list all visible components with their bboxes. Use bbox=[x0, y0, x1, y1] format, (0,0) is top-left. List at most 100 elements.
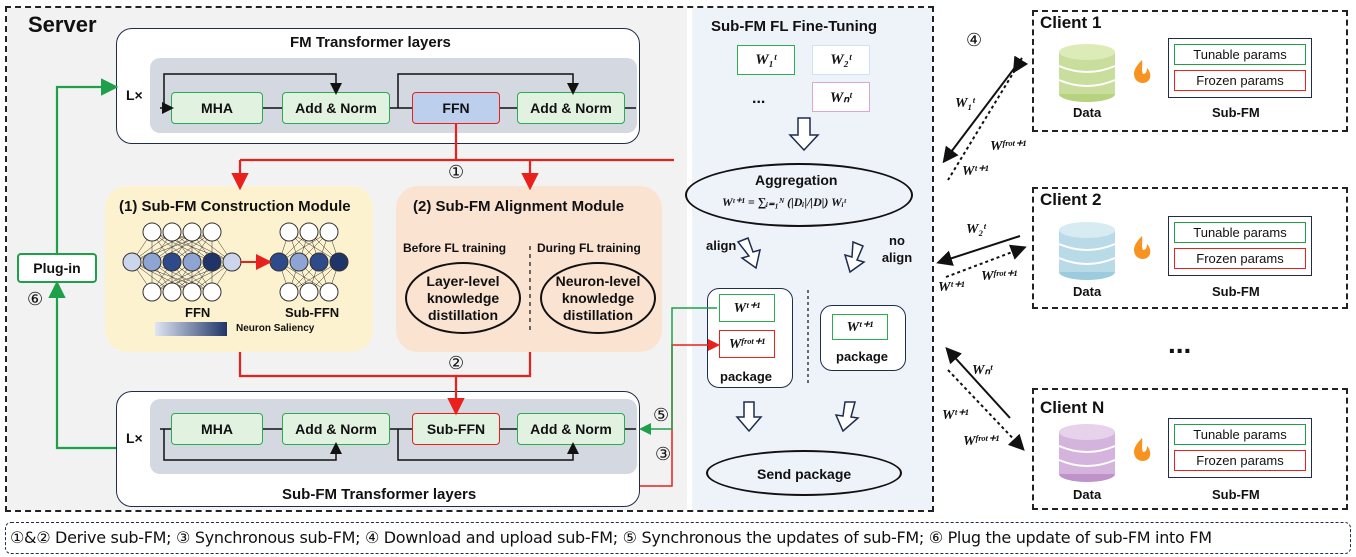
nn-neuron bbox=[269, 252, 289, 272]
aggregation-formula: Wᵗ⁺¹ = ∑ᵢ₌₁ᴺ (|Dᵢ|/|D|) Wᵢᵗ bbox=[722, 195, 847, 209]
nn-neuron bbox=[299, 282, 319, 302]
during-fl-label: During FL training bbox=[537, 241, 641, 255]
nn-neuron bbox=[279, 222, 299, 242]
nn-neuron bbox=[122, 252, 142, 272]
server-panel bbox=[5, 6, 934, 512]
nn-neuron bbox=[182, 222, 202, 242]
w-fro-align: Wᶠʳᵒᵗ⁺¹ bbox=[719, 330, 775, 358]
server-title: Server bbox=[28, 12, 97, 37]
client-1-subfm bbox=[1168, 38, 1312, 98]
nn-neuron bbox=[222, 252, 242, 272]
w-next-align: Wᵗ⁺¹ bbox=[719, 294, 775, 322]
client-1-data-label: Data bbox=[1073, 105, 1102, 120]
nn-neuron bbox=[182, 282, 202, 302]
step-6: ⑥ bbox=[27, 289, 44, 310]
client-2-name: Client 2 bbox=[1040, 190, 1102, 209]
construction-title: (1) Sub-FM Construction Module bbox=[119, 198, 351, 215]
nn-neuron bbox=[279, 282, 299, 302]
layer-level-distillation: Layer-level knowledge distillation bbox=[405, 262, 521, 334]
client-1-frozen: Frozen params bbox=[1174, 70, 1306, 91]
subfm-add-norm-2: Add & Norm bbox=[517, 413, 625, 445]
subfm-layers-title: Sub-FM Transformer layers bbox=[282, 486, 477, 503]
nn-edge bbox=[151, 261, 213, 293]
nn-neuron bbox=[319, 282, 339, 302]
c1-fro-label: Wᶠʳᵒᵗ⁺¹ bbox=[990, 139, 1027, 154]
legend-text: ①&② Derive sub-FM; ③ Synchronous sub-FM;… bbox=[10, 528, 1212, 547]
client-ellipsis: ... bbox=[1168, 328, 1192, 359]
client-n-subfm bbox=[1168, 418, 1312, 478]
w-dots: ... bbox=[752, 90, 766, 107]
wn-box: Wₙᵗ bbox=[812, 82, 870, 112]
subfm-mha: MHA bbox=[171, 413, 263, 445]
ffn-net-label: FFN bbox=[185, 305, 211, 320]
nn-edge bbox=[131, 231, 193, 263]
step-1: ① bbox=[448, 162, 465, 183]
nn-neuron bbox=[202, 252, 222, 272]
send-package-label: Send package bbox=[757, 466, 852, 482]
subfm-sub-ffn: Sub-FFN bbox=[412, 413, 500, 445]
send-package-ellipse bbox=[706, 450, 902, 496]
client-n-panel bbox=[1032, 388, 1348, 510]
nn-neuron bbox=[329, 252, 349, 272]
c1-down-label: Wᵗ⁺¹ bbox=[962, 164, 989, 179]
flame-icon-1 bbox=[1134, 60, 1151, 83]
alignment-title: (2) Sub-FM Alignment Module bbox=[413, 198, 625, 215]
subfm-add-norm-1: Add & Norm bbox=[282, 413, 390, 445]
client-2-subfm bbox=[1168, 216, 1312, 276]
package-noalign-label: package bbox=[836, 349, 889, 364]
step-4: ④ bbox=[966, 30, 983, 51]
nn-neuron bbox=[162, 252, 182, 272]
fm-repeat-label: L× bbox=[126, 87, 143, 103]
client-2-subfm-label: Sub-FM bbox=[1212, 284, 1260, 299]
step-3: ③ bbox=[655, 444, 672, 465]
aggregation-label: Aggregation bbox=[755, 172, 838, 188]
cn-up-label: Wₙᵗ bbox=[972, 363, 993, 378]
aggregation-ellipse bbox=[685, 163, 913, 227]
nn-neuron bbox=[142, 252, 162, 272]
client-1-name: Client 1 bbox=[1040, 13, 1102, 32]
flame-icon-n bbox=[1134, 438, 1151, 461]
step-2: ② bbox=[448, 353, 465, 374]
no-align-label: no align bbox=[881, 233, 913, 265]
client-1-tunable: Tunable params bbox=[1174, 44, 1306, 65]
nn-neuron bbox=[162, 282, 182, 302]
cn-fro-label: Wᶠʳᵒᵗ⁺¹ bbox=[963, 434, 1000, 449]
nn-edge bbox=[151, 231, 213, 263]
subffn-net-label: Sub-FFN bbox=[285, 305, 340, 320]
nn-edge bbox=[171, 261, 233, 293]
w1-box: W₁ᵗ bbox=[737, 45, 795, 75]
saliency-label: Neuron Saliency bbox=[236, 323, 315, 334]
cn-down-label: Wᵗ⁺¹ bbox=[942, 408, 969, 423]
subfm-repeat-label: L× bbox=[126, 430, 143, 446]
client-2-frozen: Frozen params bbox=[1174, 248, 1306, 269]
client-n-tunable: Tunable params bbox=[1174, 424, 1306, 445]
package-align-label: package bbox=[720, 369, 773, 384]
w-next-noalign: Wᵗ⁺¹ bbox=[832, 314, 888, 340]
fm-add-norm-2: Add & Norm bbox=[517, 92, 625, 124]
fl-title: Sub-FM FL Fine-Tuning bbox=[711, 18, 878, 35]
fm-mha: MHA bbox=[171, 92, 263, 124]
legend-box bbox=[5, 522, 1351, 554]
client-2-panel bbox=[1032, 187, 1348, 309]
client-n-data-label: Data bbox=[1073, 487, 1102, 502]
saliency-gradient bbox=[155, 322, 227, 336]
nn-neuron bbox=[299, 222, 319, 242]
client-1-subfm-label: Sub-FM bbox=[1212, 105, 1260, 120]
nn-edge bbox=[278, 231, 330, 263]
c2-down-label: Wᵗ⁺¹ bbox=[938, 280, 965, 295]
client-n-subfm-label: Sub-FM bbox=[1212, 487, 1260, 502]
client-n-frozen: Frozen params bbox=[1174, 450, 1306, 471]
client-2-data-label: Data bbox=[1073, 284, 1102, 299]
database-icon-n bbox=[1058, 424, 1116, 482]
fm-ffn: FFN bbox=[412, 92, 500, 124]
nn-neuron bbox=[202, 282, 222, 302]
fm-layers-title: FM Transformer layers bbox=[290, 34, 451, 51]
c2-up-label: W₂ᵗ bbox=[966, 222, 986, 237]
client-1-panel bbox=[1032, 10, 1348, 132]
w2-box: W₂ᵗ bbox=[812, 45, 870, 75]
c2-fro-label: Wᶠʳᵒᵗ⁺¹ bbox=[981, 269, 1018, 284]
client-2-tunable: Tunable params bbox=[1174, 222, 1306, 243]
nn-neuron bbox=[289, 252, 309, 272]
database-icon-2 bbox=[1058, 222, 1116, 280]
nn-edge bbox=[288, 261, 340, 293]
